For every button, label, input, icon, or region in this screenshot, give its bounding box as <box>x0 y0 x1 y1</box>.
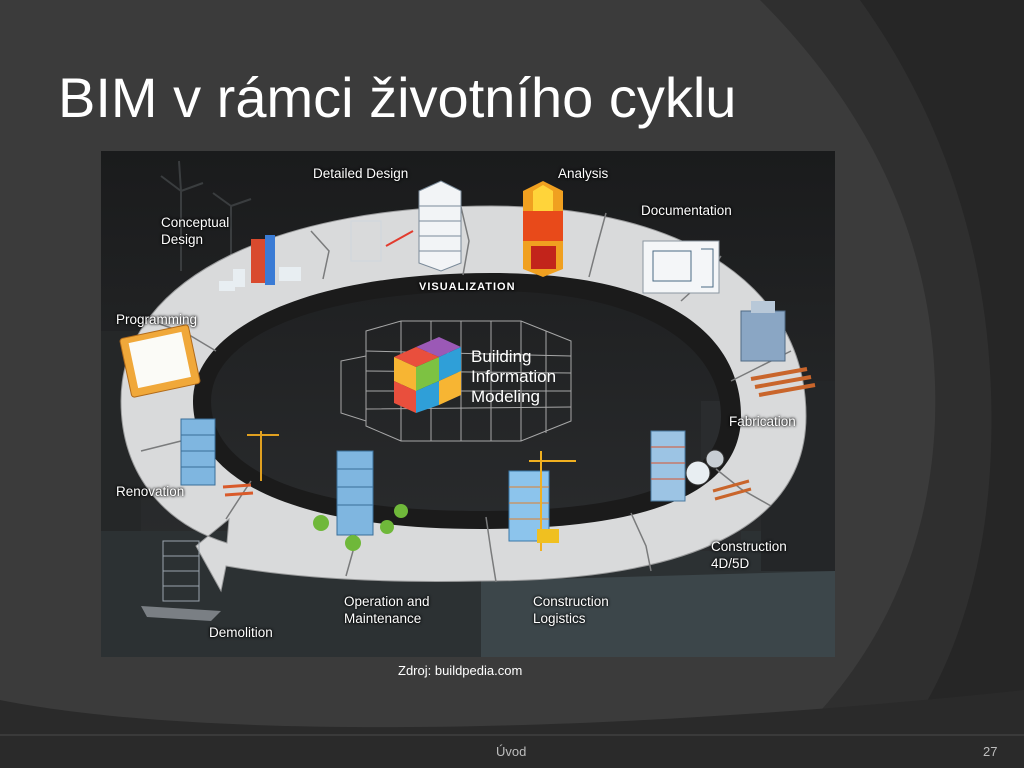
bim-core-line1: Building <box>471 347 532 366</box>
fabrication-machine <box>740 301 816 397</box>
bim-cube-logo <box>394 337 461 413</box>
page-number: 27 <box>983 744 998 759</box>
stage-label-operation-line2: Maintenance <box>344 611 422 626</box>
detailed-design-tower <box>350 180 462 272</box>
bim-core-line3: Modeling <box>471 387 540 406</box>
conceptual-design-models <box>219 235 301 291</box>
stage-label-construction-line2: 4D/5D <box>711 556 750 571</box>
stage-label-documentation: Documentation <box>641 203 732 218</box>
stage-label-conceptual-design: Conceptual Design <box>161 214 229 248</box>
logistics-crane-site <box>508 451 576 551</box>
stage-label-operation-maintenance: Operation and Maintenance <box>344 593 430 627</box>
bim-lifecycle-diagram: VISUALIZATION Detailed Design Analysis D… <box>101 151 835 657</box>
stage-label-logistics-line1: Construction <box>533 594 609 609</box>
renovation-building <box>180 418 279 497</box>
construction-4d-building <box>650 430 752 502</box>
analysis-heatmap-tower <box>523 181 563 277</box>
stage-label-operation-line1: Operation and <box>344 594 430 609</box>
demolition-debris <box>141 540 221 621</box>
lifecycle-illustration <box>101 151 835 657</box>
stage-label-conceptual-line2: Design <box>161 232 204 247</box>
stage-label-logistics-line2: Logistics <box>533 611 586 626</box>
stage-label-construction-logistics: Construction Logistics <box>533 593 609 627</box>
stage-label-fabrication: Fabrication <box>729 414 796 429</box>
footer-section-label: Úvod <box>496 744 527 759</box>
documentation-floorplan <box>642 240 720 294</box>
stage-label-demolition: Demolition <box>209 625 273 640</box>
stage-label-renovation: Renovation <box>116 484 185 499</box>
programming-clipboard <box>119 324 201 398</box>
stage-label-programming: Programming <box>116 312 198 327</box>
source-caption: Zdroj: buildpedia.com <box>398 663 523 678</box>
stage-label-construction-4d5d: Construction 4D/5D <box>711 538 787 572</box>
stage-label-construction-line1: Construction <box>711 539 787 554</box>
slide-title: BIM v rámci životního cyklu <box>58 66 737 129</box>
stage-label-detailed-design: Detailed Design <box>313 166 409 181</box>
stage-label-analysis: Analysis <box>558 166 609 181</box>
operation-maintenance-building <box>313 450 408 551</box>
visualization-label: VISUALIZATION <box>419 281 516 293</box>
bim-core-text: Building Information Modeling <box>471 347 556 407</box>
bim-core-line2: Information <box>471 367 557 386</box>
stage-label-conceptual-line1: Conceptual <box>161 215 230 230</box>
